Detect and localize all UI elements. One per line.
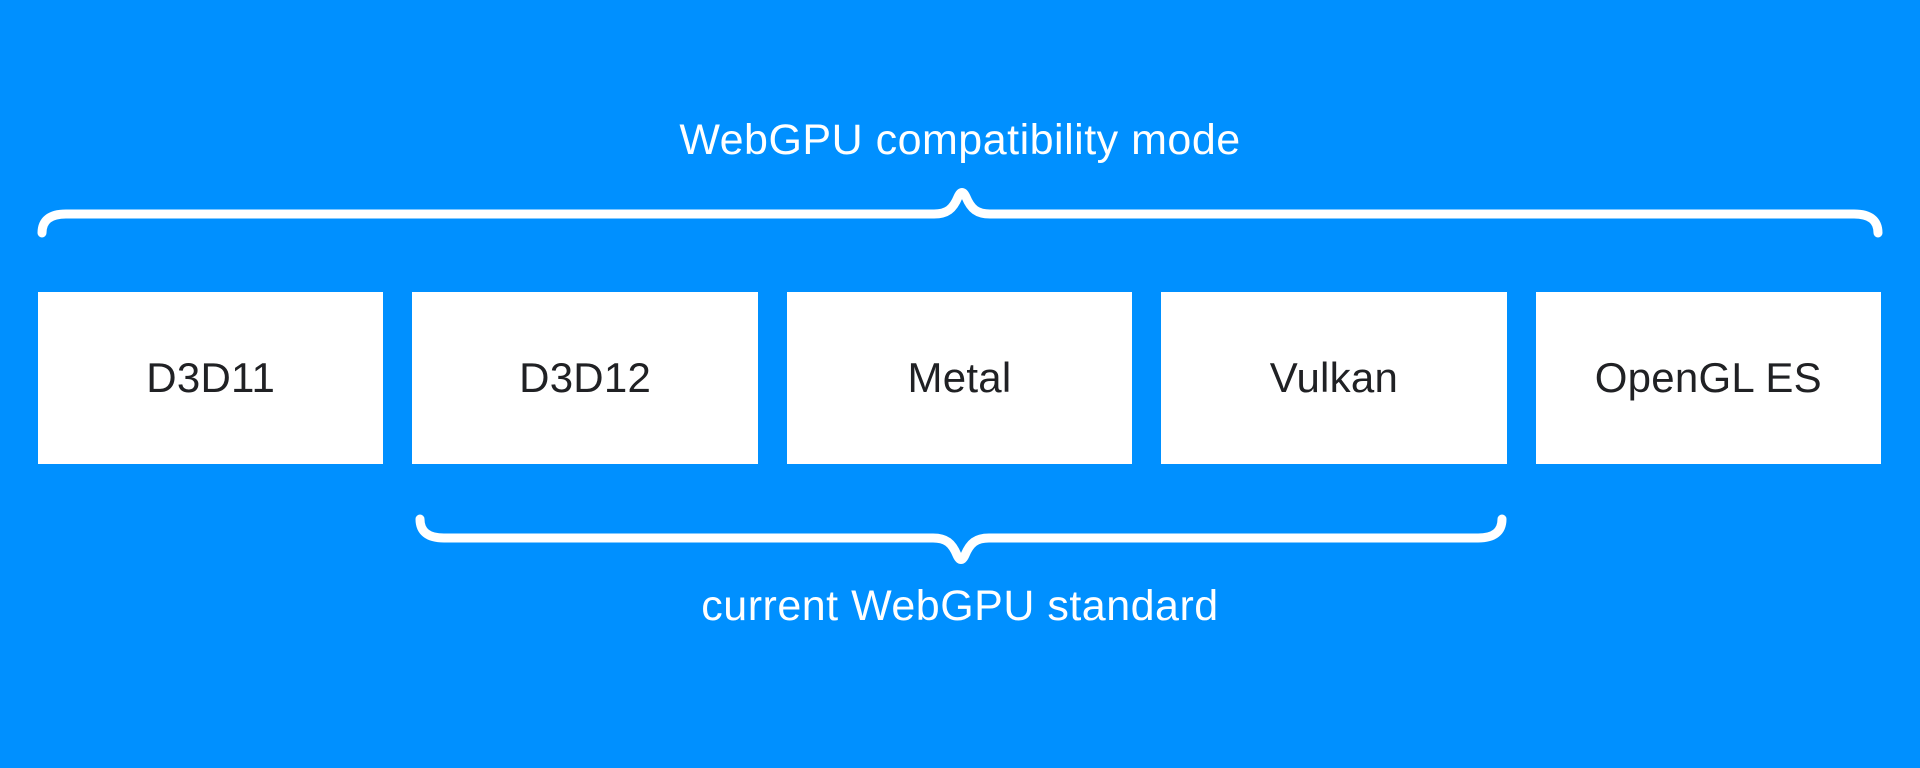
api-box-label: Metal <box>907 354 1012 401</box>
api-boxes-row: D3D11 D3D12 Metal Vulkan OpenGL ES <box>38 292 1882 464</box>
api-box-label: D3D12 <box>519 354 652 401</box>
api-box-label: D3D11 <box>146 354 276 401</box>
api-box-label: Vulkan <box>1269 354 1399 401</box>
api-box-d3d12: D3D12 <box>412 292 758 464</box>
top-brace <box>37 188 1883 238</box>
api-box-label: OpenGL ES <box>1594 354 1822 401</box>
api-box-metal: Metal <box>786 292 1133 464</box>
api-box-vulkan: Vulkan <box>1161 292 1507 464</box>
api-box-opengl-es: OpenGL ES <box>1535 292 1882 464</box>
top-brace-label: WebGPU compatibility mode <box>679 116 1241 164</box>
bottom-brace-label: current WebGPU standard <box>701 582 1219 630</box>
bottom-brace <box>415 514 1507 564</box>
api-box-d3d11: D3D11 <box>38 292 384 464</box>
